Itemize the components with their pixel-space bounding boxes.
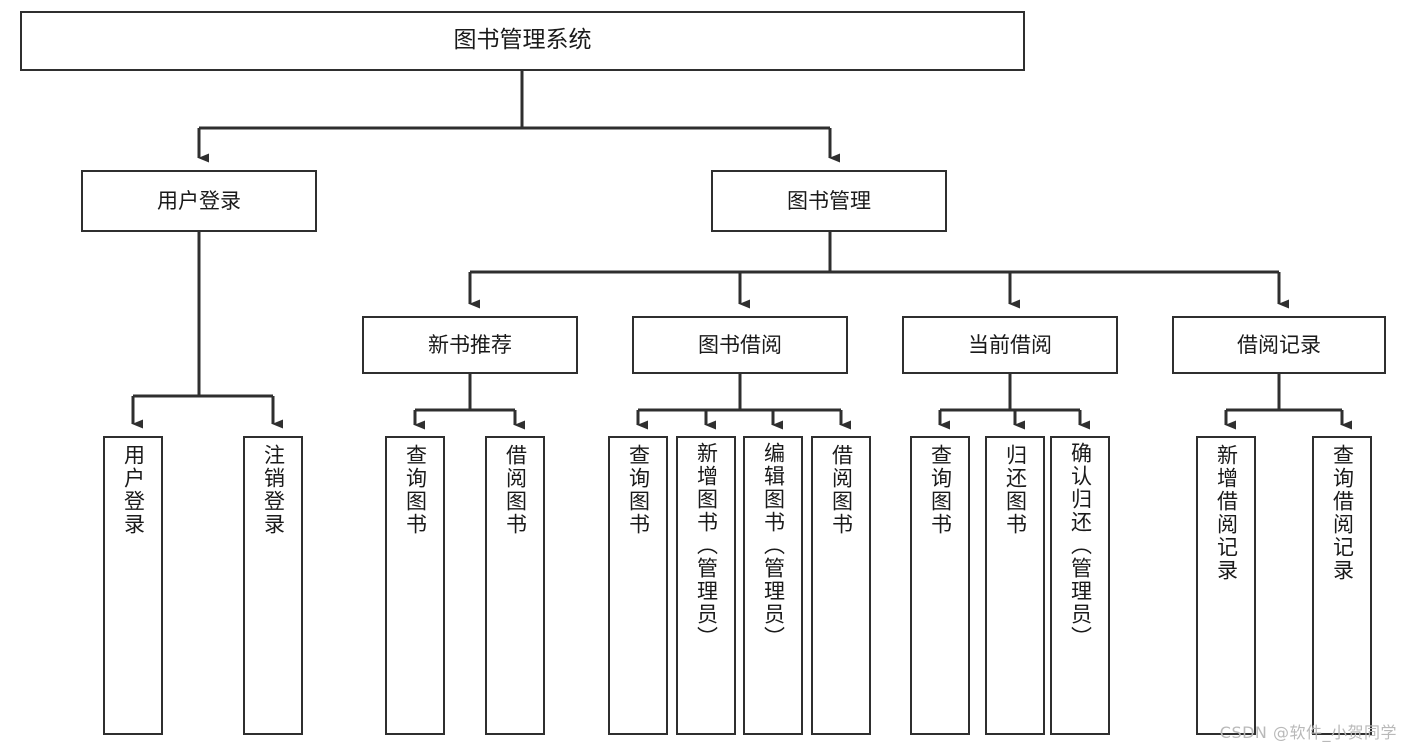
node-book-manage[interactable]: 图书管理 xyxy=(711,170,947,232)
node-user-login-label: 用户登录 xyxy=(157,188,241,213)
node-root[interactable]: 图书管理系统 xyxy=(20,11,1025,71)
leaf-logout-label: 注销登录 xyxy=(261,444,286,536)
leaf-query-book-recommend-label: 查询图书 xyxy=(403,444,428,536)
leaf-return-book-label: 归还图书 xyxy=(1003,444,1028,536)
leaf-user-login-label: 用户登录 xyxy=(121,444,146,536)
node-book-borrow-label: 图书借阅 xyxy=(698,332,782,357)
node-new-book-recommend[interactable]: 新书推荐 xyxy=(362,316,578,374)
leaf-add-borrow-record[interactable]: 新增借阅记录 xyxy=(1196,436,1256,735)
leaf-query-book-current[interactable]: 查询图书 xyxy=(910,436,970,735)
leaf-borrow-book-recommend[interactable]: 借阅图书 xyxy=(485,436,545,735)
leaf-query-book-recommend[interactable]: 查询图书 xyxy=(385,436,445,735)
csdn-watermark: CSDN @软件_小贺同学 xyxy=(1219,723,1397,742)
node-book-borrow[interactable]: 图书借阅 xyxy=(632,316,848,374)
node-current-borrow-label: 当前借阅 xyxy=(968,332,1052,357)
leaf-return-book[interactable]: 归还图书 xyxy=(985,436,1045,735)
node-user-login[interactable]: 用户登录 xyxy=(81,170,317,232)
leaf-add-book[interactable]: 新增图书（管理员） xyxy=(676,436,736,735)
leaf-query-borrow-record-label: 查询借阅记录 xyxy=(1330,444,1355,582)
node-current-borrow[interactable]: 当前借阅 xyxy=(902,316,1118,374)
leaf-borrow-book-recommend-label: 借阅图书 xyxy=(503,444,528,536)
leaf-logout[interactable]: 注销登录 xyxy=(243,436,303,735)
leaf-query-borrow-record[interactable]: 查询借阅记录 xyxy=(1312,436,1372,735)
leaf-edit-book[interactable]: 编辑图书（管理员） xyxy=(743,436,803,735)
node-root-label: 图书管理系统 xyxy=(453,27,592,54)
leaf-add-borrow-record-label: 新增借阅记录 xyxy=(1214,444,1239,582)
node-borrow-record-label: 借阅记录 xyxy=(1237,332,1321,357)
leaf-add-book-label: 新增图书（管理员） xyxy=(694,442,719,649)
leaf-edit-book-label: 编辑图书（管理员） xyxy=(761,442,786,649)
leaf-query-book-borrow[interactable]: 查询图书 xyxy=(608,436,668,735)
leaf-borrow-book-label: 借阅图书 xyxy=(829,444,854,536)
node-borrow-record[interactable]: 借阅记录 xyxy=(1172,316,1386,374)
leaf-query-book-current-label: 查询图书 xyxy=(928,444,953,536)
leaf-confirm-return[interactable]: 确认归还（管理员） xyxy=(1050,436,1110,735)
leaf-confirm-return-label: 确认归还（管理员） xyxy=(1068,442,1093,649)
leaf-query-book-borrow-label: 查询图书 xyxy=(626,444,651,536)
node-book-manage-label: 图书管理 xyxy=(787,188,871,213)
leaf-user-login[interactable]: 用户登录 xyxy=(103,436,163,735)
node-new-book-recommend-label: 新书推荐 xyxy=(428,332,512,357)
leaf-borrow-book[interactable]: 借阅图书 xyxy=(811,436,871,735)
